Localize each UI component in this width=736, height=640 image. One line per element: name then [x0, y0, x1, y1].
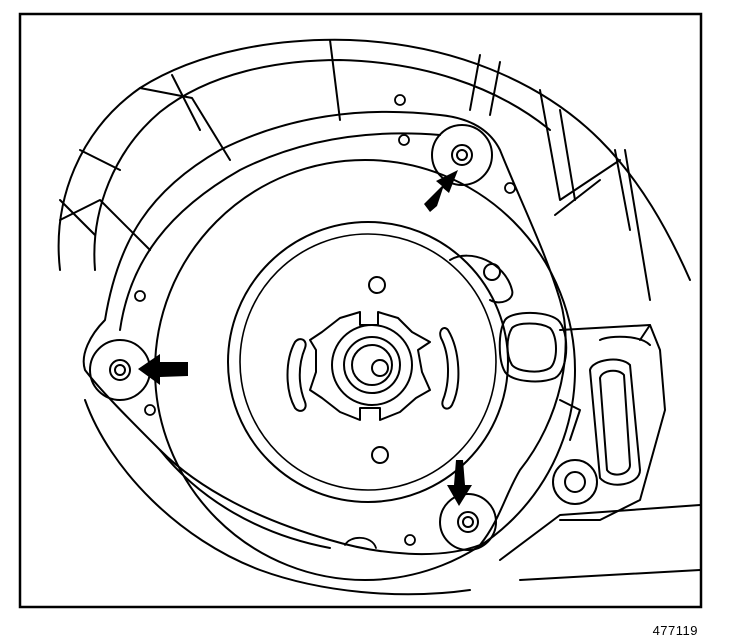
screw-boss-lower [439, 493, 497, 551]
figure-id-label: 477119 [652, 623, 698, 638]
callout-arrow-left [138, 354, 188, 385]
screw-boss-upper [431, 124, 493, 186]
motor-hub [286, 276, 460, 464]
case-bracket [499, 324, 701, 581]
motor-housing [227, 221, 509, 503]
flange-holes [134, 94, 516, 549]
callout-arrow-lower [447, 460, 472, 506]
blower-housing [57, 38, 691, 301]
motor-connector [449, 254, 568, 383]
callout-arrow-upper [424, 170, 458, 212]
